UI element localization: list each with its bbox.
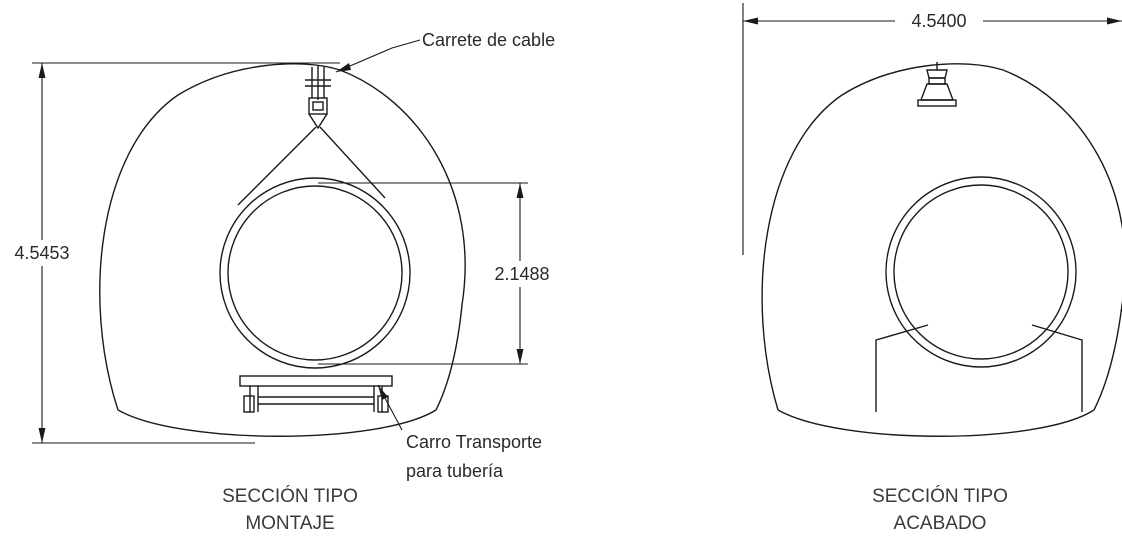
left-caption-line2: MONTAJE (245, 513, 334, 534)
cart-label-line1: Carro Transporte (406, 432, 542, 452)
left-tunnel-invert (117, 409, 437, 437)
cable-reel-icon (305, 65, 331, 130)
transport-cart-icon (239, 375, 393, 413)
width-arrow-right (1107, 17, 1122, 25)
pipe-arrow-bottom (516, 349, 524, 364)
concrete-saddle (875, 324, 1083, 412)
height-dimension-value: 4.5453 (14, 243, 69, 263)
ceiling-lamp-icon (917, 62, 957, 107)
pipe-dimension-value: 2.1488 (494, 264, 549, 284)
right-caption-line2: ACABADO (894, 513, 987, 534)
left-pipe-outer (219, 177, 411, 369)
right-pipe-inner (893, 184, 1069, 360)
left-section-montaje: 4.5453 2.1488 Carrete de cable Carro Tra… (6, 30, 560, 534)
left-pipe-inner (227, 185, 403, 361)
height-arrow-bottom (38, 428, 46, 443)
cable-reel-label: Carrete de cable (422, 30, 555, 50)
left-caption-line1: SECCIÓN TIPO (222, 485, 358, 507)
width-arrow-left (743, 17, 758, 25)
right-pipe-outer (885, 176, 1077, 368)
right-caption-line1: SECCIÓN TIPO (872, 485, 1008, 507)
right-section-acabado: 4.5400 SECCIÓN TIPO ACABADO (742, 3, 1122, 534)
right-tunnel-invert (777, 409, 1095, 437)
width-dimension-value: 4.5400 (911, 11, 966, 31)
left-tunnel-outline (99, 63, 466, 411)
right-sling (319, 126, 386, 199)
cable-reel-leader (335, 39, 421, 73)
pipe-arrow-top (516, 183, 524, 198)
cart-label-line2: para tubería (406, 461, 504, 481)
left-sling (237, 126, 317, 206)
height-arrow-top (38, 63, 46, 78)
